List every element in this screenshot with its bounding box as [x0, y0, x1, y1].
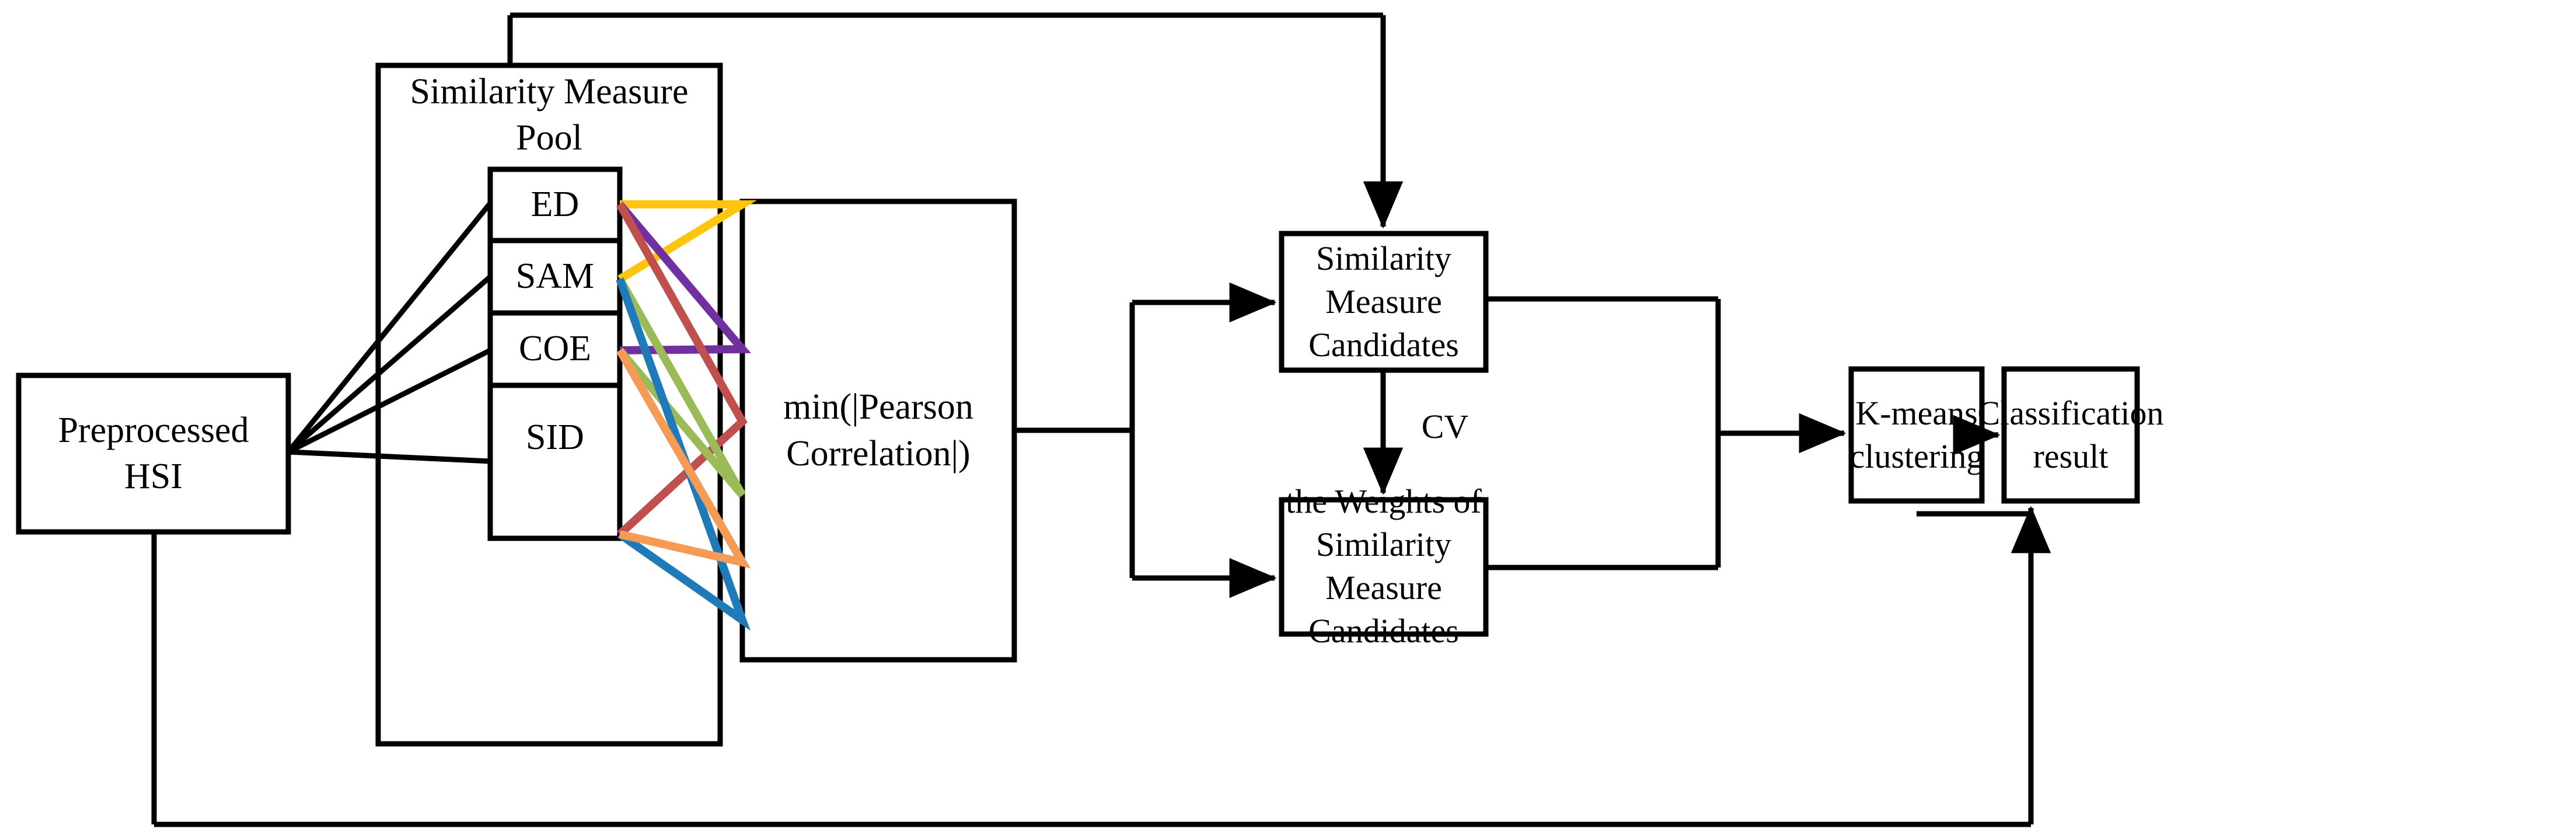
connector-coe-sid — [616, 348, 751, 569]
kmeans-clustering-box[interactable] — [1848, 366, 1985, 504]
weights-of-candidates-box[interactable] — [1279, 497, 1489, 637]
measure-box-sam[interactable] — [487, 238, 623, 316]
fanout-line-sam — [287, 274, 492, 454]
preprocessed-hsi-box[interactable] — [16, 372, 291, 535]
hsi-to-kmeans-feedback — [151, 506, 2051, 827]
connector-sam-sid — [616, 277, 751, 631]
candidates-weights-to-kmeans — [1486, 296, 1847, 570]
measure-box-ed[interactable] — [487, 166, 623, 243]
fanout-line-ed — [286, 201, 493, 454]
classification-result-box[interactable] — [2001, 366, 2140, 504]
connector-ed-sid — [616, 202, 748, 538]
min-output-split — [1014, 282, 1277, 598]
similarity-measure-candidates-box[interactable] — [1279, 231, 1489, 373]
fanout-line-sid — [288, 449, 491, 464]
pairwise-connectors — [616, 200, 757, 631]
measure-box-coe[interactable] — [487, 310, 623, 388]
measure-box-sid[interactable] — [487, 382, 623, 541]
hsi-to-measures-fanout — [286, 201, 493, 464]
min-pearson-box[interactable] — [739, 199, 1017, 663]
fanout-line-coe — [287, 347, 492, 455]
pool-to-candidates-feedback — [507, 12, 1404, 229]
cv-edge-label: CV — [1421, 407, 1469, 445]
